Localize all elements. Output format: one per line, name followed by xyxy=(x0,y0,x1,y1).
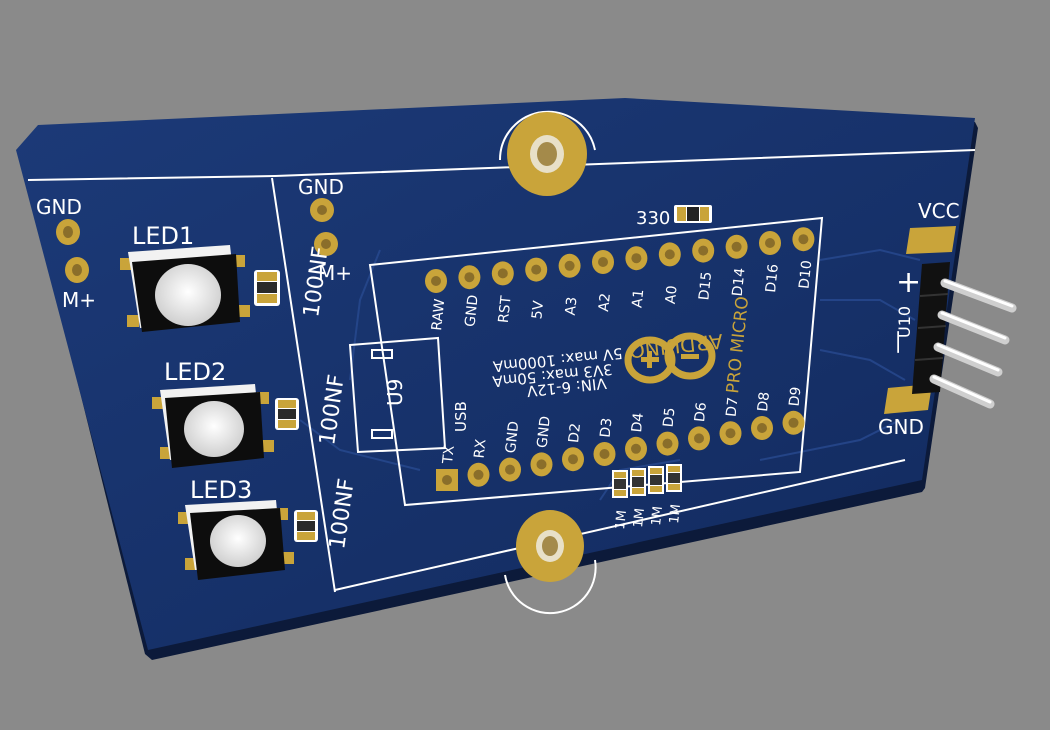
label-mid-mplus: M+ xyxy=(318,261,352,285)
pin-label-d9: D9 xyxy=(787,386,805,407)
pin-row-bottom: TX RX GND GND D2 D3 D4 D5 D6 D7 D8 D9 xyxy=(436,386,805,491)
pin-label-5v: 5V xyxy=(529,300,547,320)
pin-hole xyxy=(757,423,767,433)
pin-hole xyxy=(631,253,642,264)
label-res-1m: 1M xyxy=(667,503,684,524)
pin-label-a2: A2 xyxy=(596,292,614,312)
pin-label-d7: D7 xyxy=(724,396,742,417)
pin-hole xyxy=(725,428,736,439)
label-usb: USB xyxy=(452,401,470,432)
pin-label-d6: D6 xyxy=(692,401,710,422)
pin-label-d5: D5 xyxy=(661,407,679,428)
pad-vcc xyxy=(906,226,956,254)
res330-component xyxy=(674,205,712,223)
pro-micro-outline xyxy=(368,216,824,507)
pin-hole xyxy=(731,241,742,252)
led1-component xyxy=(120,245,250,332)
led2-component xyxy=(152,384,274,468)
label-res-1m: 1M xyxy=(631,507,648,528)
pin-hole xyxy=(598,257,608,267)
pin-label-a1: A1 xyxy=(629,289,647,309)
label-res-1m: 1M xyxy=(649,505,666,526)
pin-label-d10: D10 xyxy=(796,259,815,289)
pin-row-top: RAW GND RST 5V A3 A2 A1 A0 D15 D14 D16 D10 xyxy=(425,227,815,331)
pin-label-rst: RST xyxy=(496,295,515,324)
label-led3: LED3 xyxy=(190,476,252,504)
label-led2: LED2 xyxy=(164,358,226,386)
mounting-hole-bottom xyxy=(504,510,597,615)
label-res330: 330 xyxy=(636,208,670,229)
pin-hole xyxy=(694,433,704,444)
pin-label-d14: D14 xyxy=(730,267,749,297)
u10-header xyxy=(912,262,1017,409)
pin-label-raw: RAW xyxy=(429,298,448,331)
pin-hole xyxy=(765,238,775,248)
pin-label-a3: A3 xyxy=(563,296,581,316)
pin-label-d8: D8 xyxy=(755,391,773,412)
pin-label-d15: D15 xyxy=(696,271,715,301)
pin-label-a0: A0 xyxy=(663,285,681,305)
pin-hole xyxy=(431,276,441,286)
pin-hole xyxy=(531,264,542,275)
pin-hole xyxy=(536,459,547,470)
silk-bottom-line xyxy=(334,459,906,591)
usb-slot-top xyxy=(371,349,393,359)
pin-label-gnd: GND xyxy=(535,415,554,449)
pin-hole xyxy=(662,438,673,449)
led2-capacitor xyxy=(275,398,299,430)
resistor-array-1m xyxy=(612,464,682,498)
pin-label-rx: RX xyxy=(472,438,490,459)
pin-label-d3: D3 xyxy=(598,417,616,438)
silk-divider xyxy=(271,177,336,593)
pin-hole xyxy=(442,475,452,485)
pin-hole xyxy=(664,249,675,260)
silk-top-line xyxy=(27,149,976,181)
label-plus: + xyxy=(896,265,921,300)
led3-component xyxy=(178,500,294,580)
usb-outline xyxy=(348,336,447,454)
label-gnd-right: GND xyxy=(878,415,924,439)
pin-label-d16: D16 xyxy=(763,263,782,293)
pin-hole xyxy=(599,449,610,459)
pin-label-d2: D2 xyxy=(566,422,584,443)
usb-slot-bottom xyxy=(371,429,393,439)
pin-hole xyxy=(631,443,641,454)
arduino-logo xyxy=(624,332,716,384)
label-res-1m: 1M xyxy=(613,509,630,530)
pin-label-tx: TX xyxy=(440,444,458,465)
pin-hole xyxy=(497,268,508,279)
label-mid-gnd: GND xyxy=(298,175,344,199)
label-vcc: VCC xyxy=(918,199,960,223)
pin-hole xyxy=(798,234,809,245)
pin-label-gnd: GND xyxy=(503,420,522,454)
pin-hole xyxy=(564,260,575,271)
label-left-gnd: GND xyxy=(36,195,82,219)
pin-hole xyxy=(698,245,709,256)
label-left-mplus: M+ xyxy=(62,288,96,312)
led1-capacitor xyxy=(254,270,280,306)
label-led1: LED1 xyxy=(132,222,194,250)
pin-hole xyxy=(788,417,799,428)
pin-hole xyxy=(473,469,484,480)
pin-hole xyxy=(505,464,515,475)
pin-hole xyxy=(568,454,578,465)
mounting-hole-top xyxy=(498,110,596,196)
label-minus: — xyxy=(883,330,911,354)
pin-hole xyxy=(464,272,475,283)
label-u9: U9 xyxy=(383,379,407,406)
pin-label-gnd: GND xyxy=(462,294,481,328)
pin-label-d4: D4 xyxy=(629,412,647,433)
label-u10: U10 xyxy=(895,306,914,338)
led3-capacitor xyxy=(294,510,318,542)
